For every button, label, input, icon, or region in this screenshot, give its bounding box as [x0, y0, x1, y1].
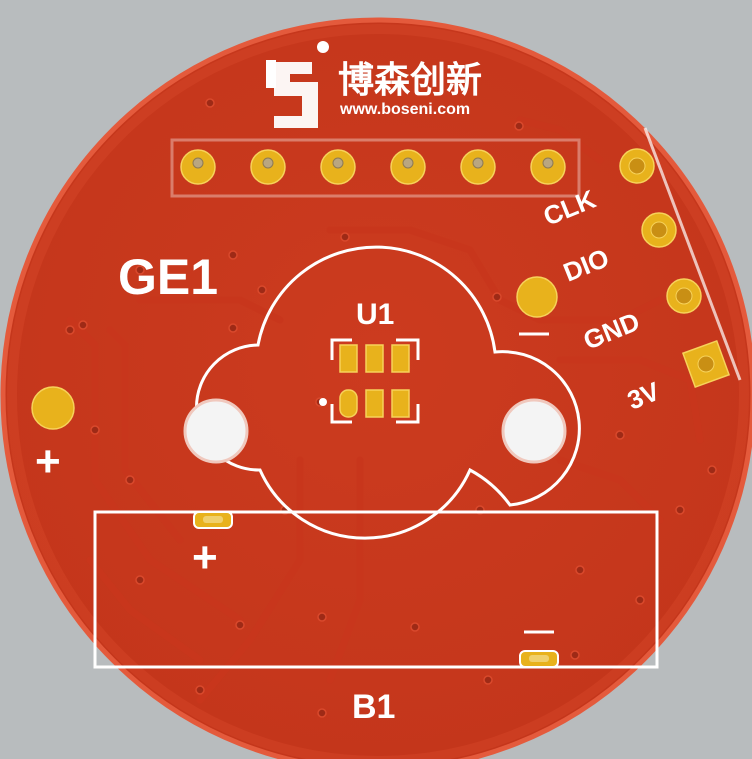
plus-test-pad[interactable]: +	[31, 386, 75, 486]
header-pin-6[interactable]	[530, 149, 566, 185]
vias	[65, 98, 717, 718]
sensor-footprint	[183, 245, 581, 540]
logo-s-icon	[266, 41, 329, 128]
battery-plus-contact[interactable]	[193, 511, 233, 529]
header-pin-4[interactable]	[390, 149, 426, 185]
header-pin-row	[170, 138, 581, 198]
u1-designator: U1	[356, 298, 394, 331]
pin-gnd-pad[interactable]	[666, 278, 702, 314]
plus-pad-label: +	[35, 437, 61, 486]
pin-3v-pad[interactable]	[681, 339, 731, 389]
battery-minus-contact[interactable]	[519, 650, 559, 668]
minus-test-pad[interactable]: —	[516, 276, 558, 349]
b1-designator: B1	[352, 688, 395, 726]
u1-chip[interactable]: U1	[319, 298, 420, 424]
logo-url: www.boseni.com	[339, 101, 470, 118]
ge1-designator: GE1	[118, 249, 218, 305]
brand-logo: 博森创新 www.boseni.com	[266, 41, 482, 128]
header-pin-3[interactable]	[320, 149, 356, 185]
pin-clk-pad[interactable]	[619, 148, 655, 184]
battery-plus-label: +	[192, 533, 218, 582]
header-pin-1[interactable]	[180, 149, 216, 185]
header-pin-5[interactable]	[460, 149, 496, 185]
logo-brand-name: 博森创新	[338, 59, 482, 100]
copper-traces	[66, 116, 704, 704]
minus-pad-label: —	[519, 316, 549, 349]
battery-minus-label: —	[524, 614, 554, 647]
header-pin-2[interactable]	[250, 149, 286, 185]
board-edge-ring	[7, 24, 749, 759]
pin-dio-pad[interactable]	[641, 212, 677, 248]
battery-holder-b1: + — B1	[93, 510, 659, 726]
